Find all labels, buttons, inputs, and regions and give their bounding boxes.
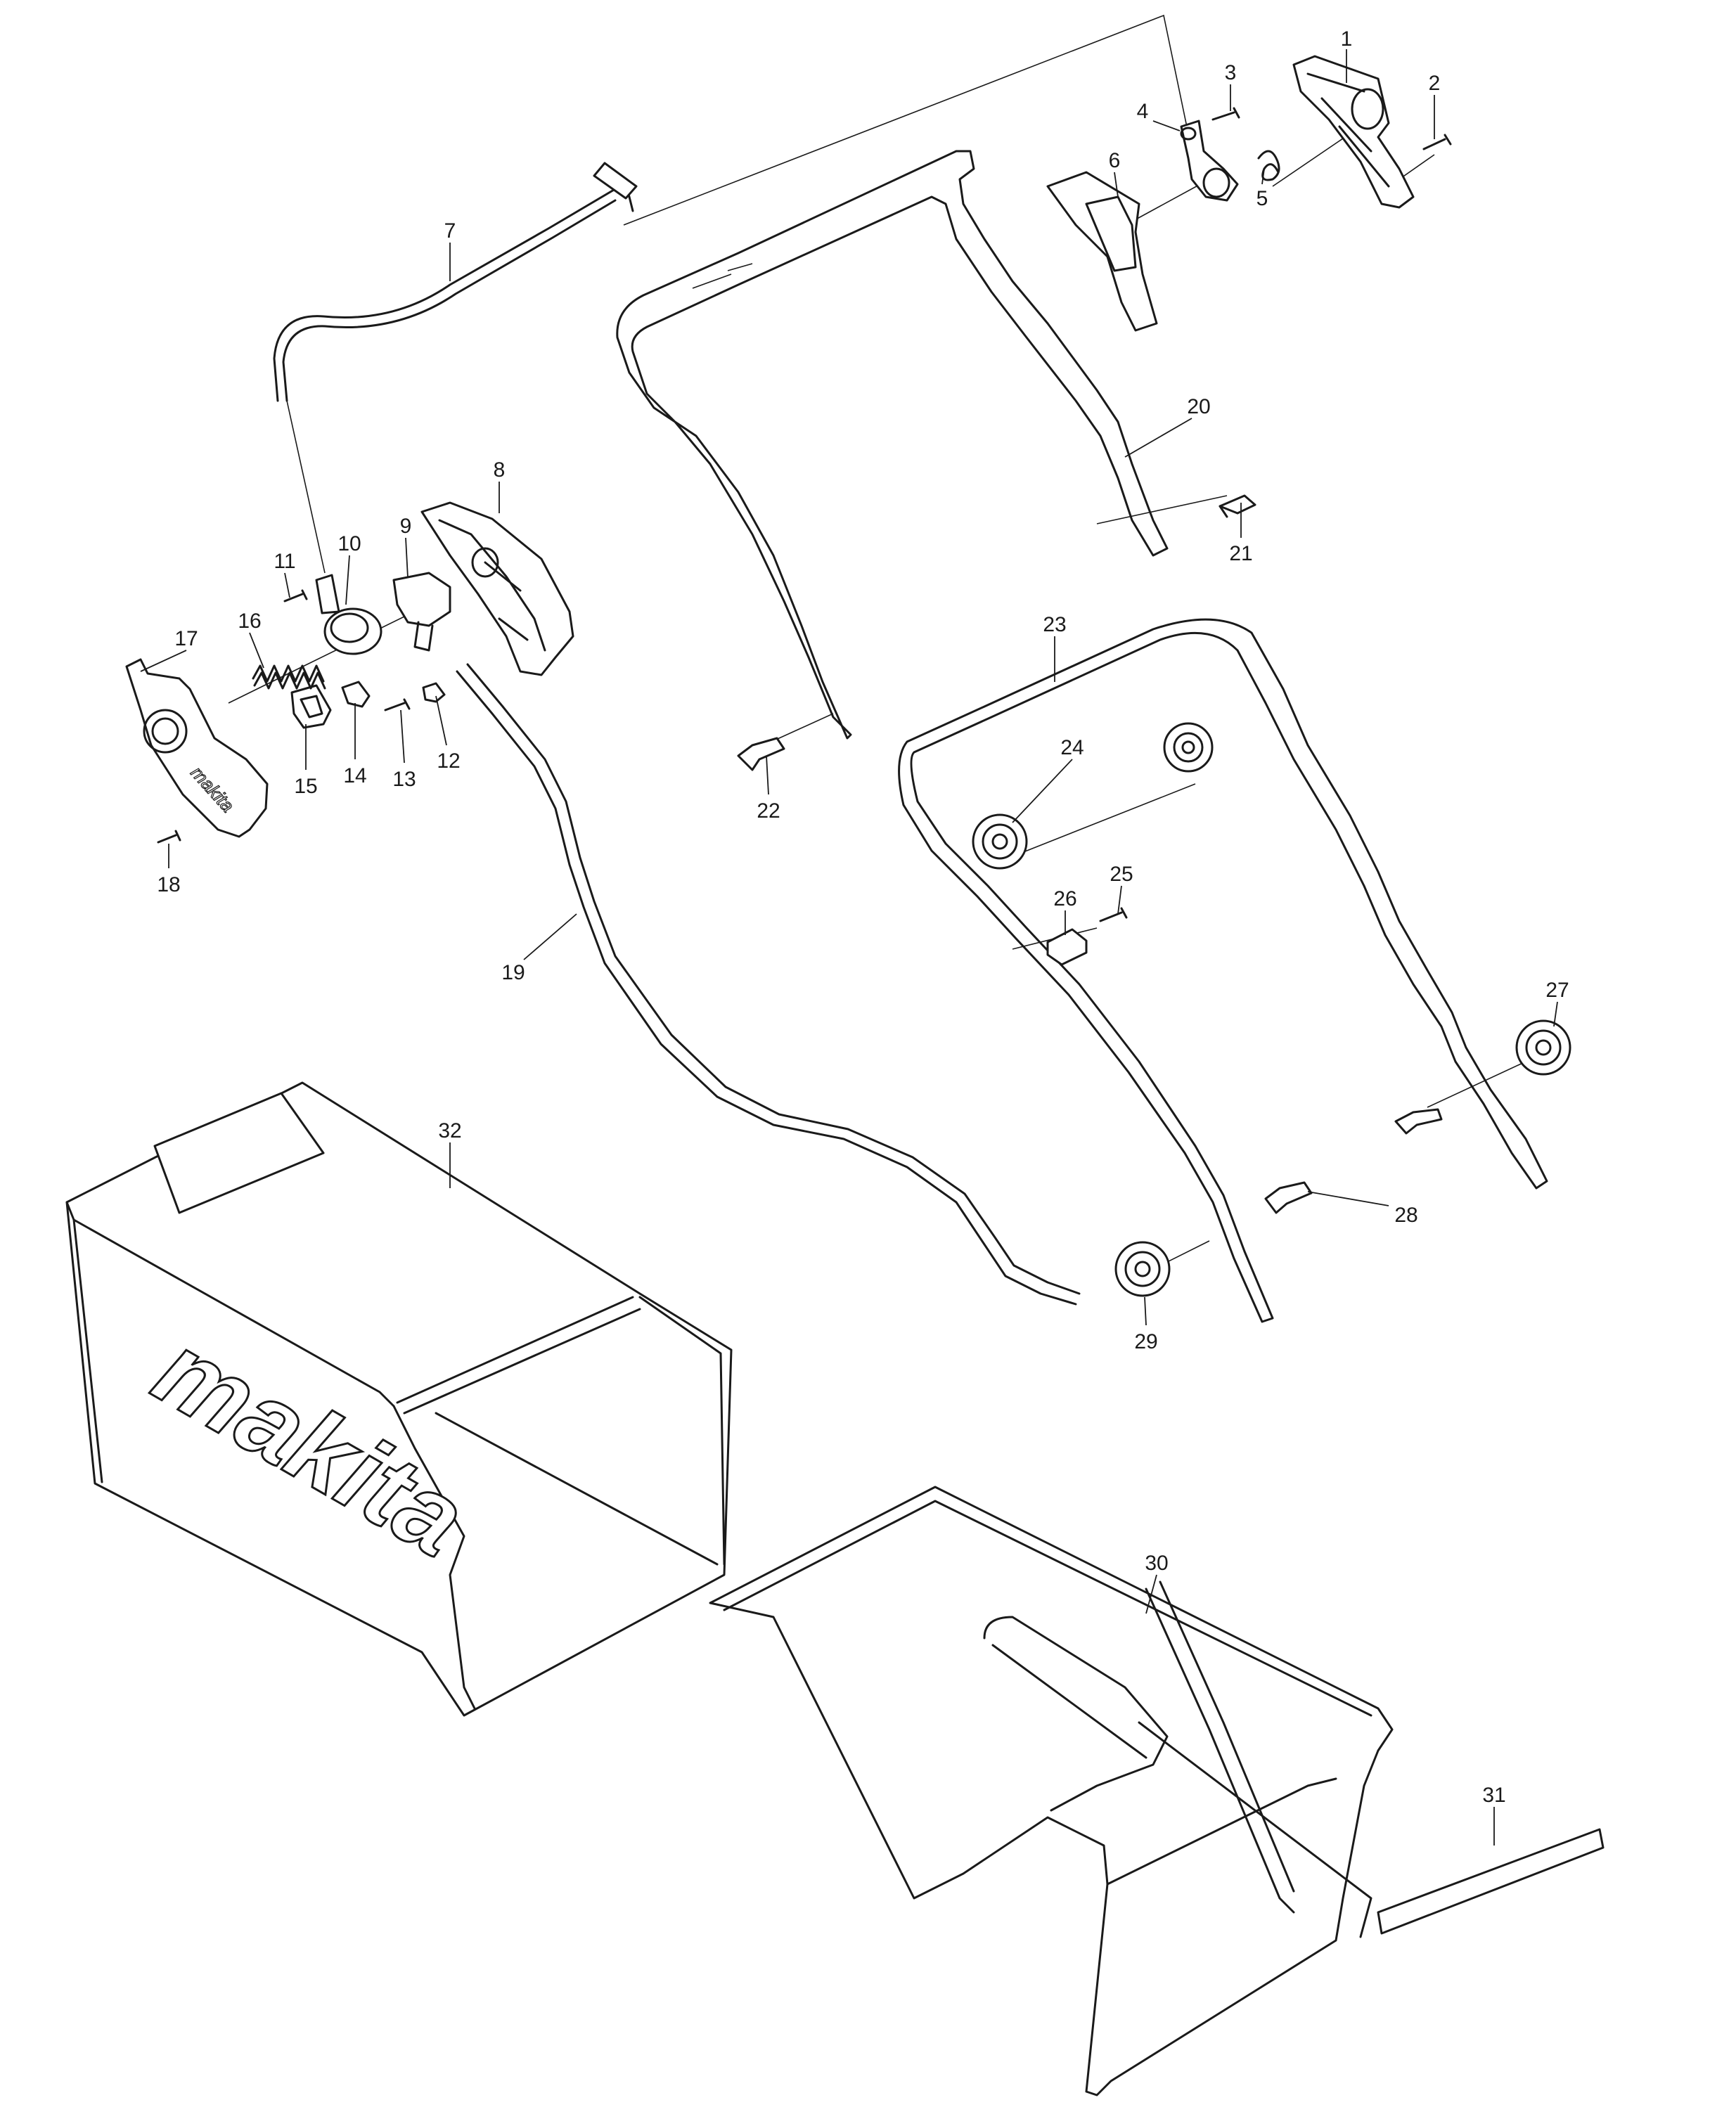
label-10: 10	[337, 532, 361, 555]
assembly-guide-lines	[228, 14, 1526, 1266]
part-9-clamp	[392, 572, 451, 652]
label-2: 2	[1429, 72, 1441, 95]
label-22: 22	[757, 799, 780, 823]
label-20: 20	[1187, 395, 1210, 418]
part-19-cable-rod	[456, 663, 1081, 1306]
label-25: 25	[1110, 863, 1133, 886]
part-21-bolt	[1219, 494, 1256, 518]
part-8-left-housing	[420, 501, 574, 676]
label-11: 11	[274, 550, 295, 573]
part-32-grass-bag: makita	[65, 1081, 733, 1717]
part-23-lower-handle	[898, 618, 1548, 1323]
part-18-screw	[157, 830, 181, 844]
label-27: 27	[1545, 979, 1569, 1002]
label-14: 14	[343, 764, 366, 787]
part-17-cover: makita	[125, 658, 269, 838]
label-31: 31	[1482, 1784, 1505, 1807]
part-28-bolt	[1264, 1181, 1313, 1214]
part-10-cam	[315, 574, 382, 655]
part-31-strip	[1377, 1828, 1605, 1935]
part-1-right-housing	[1292, 55, 1415, 209]
label-30: 30	[1145, 1552, 1168, 1575]
part-12-nut	[422, 682, 446, 703]
part-24-knob	[972, 722, 1214, 870]
part-labels: 1 2 3 4 5 6 7 8 9 10 11 12 13 14 15 16 1…	[157, 27, 1569, 1807]
part-20-upper-handle	[616, 150, 1169, 740]
part-14-clip	[341, 681, 371, 708]
label-3: 3	[1225, 61, 1237, 84]
label-15: 15	[294, 775, 317, 798]
label-13: 13	[392, 768, 416, 791]
part-27-knob	[1394, 1019, 1571, 1135]
label-19: 19	[501, 961, 525, 984]
part-30-wire-frame	[709, 1486, 1394, 2097]
part-3-screw	[1211, 107, 1240, 121]
part-22-bolt	[737, 737, 785, 771]
label-18: 18	[157, 873, 180, 896]
label-21: 21	[1229, 542, 1252, 565]
part-16-spring	[252, 664, 326, 690]
part-25-screw	[1099, 907, 1128, 922]
label-1: 1	[1341, 27, 1353, 51]
label-26: 26	[1053, 887, 1076, 910]
label-5: 5	[1256, 187, 1268, 210]
part-6-bracket	[1046, 171, 1158, 332]
part-7-rod	[273, 162, 638, 402]
part-13-screw	[384, 698, 411, 711]
part-4-lever	[1180, 120, 1239, 202]
part-11-screw	[283, 589, 308, 603]
label-17: 17	[174, 627, 198, 650]
label-12: 12	[437, 749, 460, 773]
label-16: 16	[238, 610, 261, 633]
label-29: 29	[1134, 1330, 1157, 1353]
label-32: 32	[438, 1119, 461, 1142]
part-26-bushing	[1046, 928, 1088, 966]
label-8: 8	[494, 458, 506, 482]
part-15-button	[290, 684, 332, 729]
label-23: 23	[1043, 613, 1066, 636]
label-7: 7	[444, 219, 456, 243]
label-9: 9	[400, 515, 412, 538]
part-29-knob	[1114, 1241, 1171, 1297]
label-28: 28	[1394, 1204, 1417, 1227]
part-5-spring	[1257, 150, 1280, 181]
label-24: 24	[1060, 736, 1084, 759]
leader-lines	[140, 49, 1558, 1846]
label-6: 6	[1109, 149, 1121, 172]
label-4: 4	[1137, 100, 1149, 123]
part-2-screw	[1422, 134, 1452, 150]
